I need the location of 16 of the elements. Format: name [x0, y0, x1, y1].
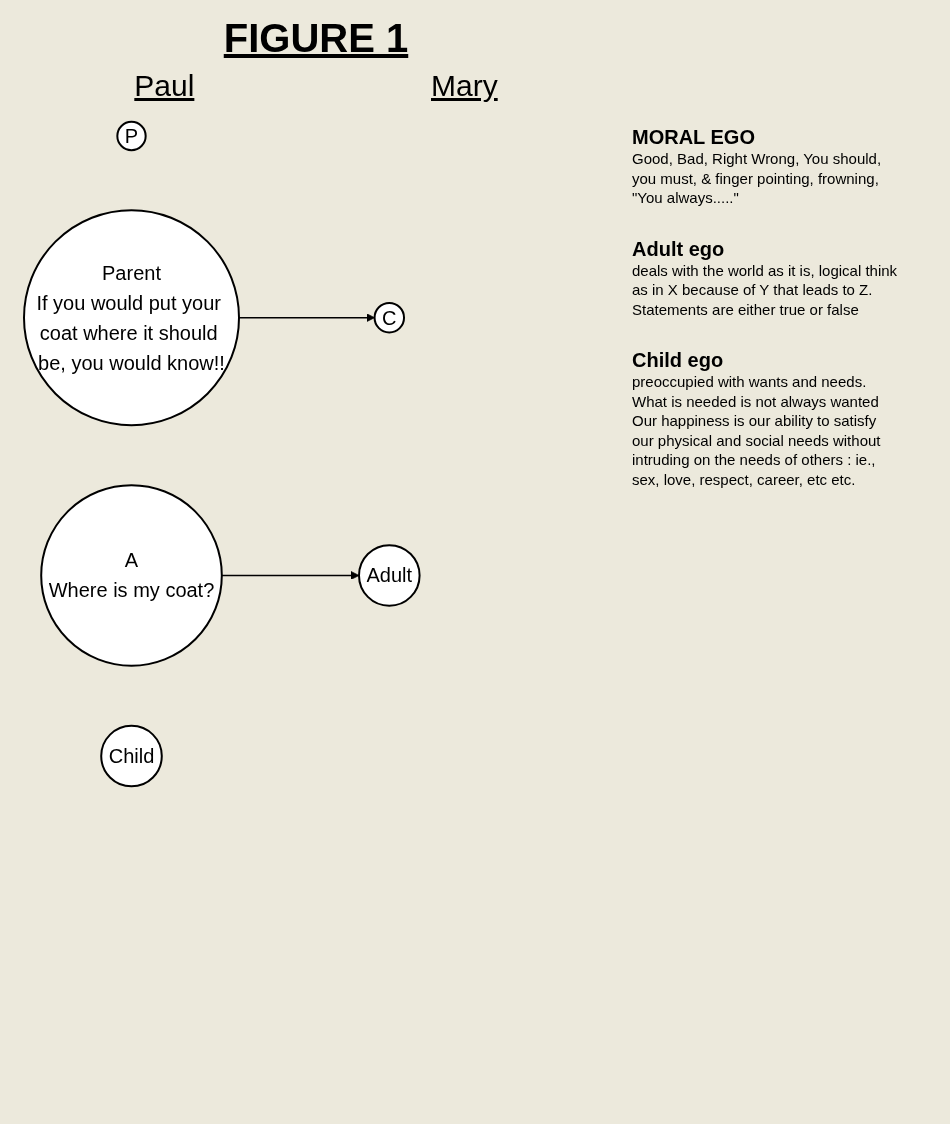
node-circle: A Where is my coat? — [40, 484, 223, 667]
ego-description: preoccupied with wants and needs. What is needed is not always wanted Our happiness is our ability to satisfy our physical and social needs without intruding on the needs of others : ie., sex, love, respect, career, etc etc. — [632, 372, 882, 489]
node-circle: Child — [100, 724, 163, 788]
column-heading: Paul — [134, 69, 195, 103]
figure-title: FIGURE 1 — [222, 16, 410, 61]
node-circle: Parent If you would put your coat where it should be, you would know!! — [23, 209, 240, 427]
node-circle: P — [116, 120, 147, 152]
node-circle: Adult — [358, 544, 421, 607]
arrow — [221, 571, 360, 580]
ego-heading: MORAL EGO — [632, 126, 756, 149]
ego-heading: Adult ego — [632, 237, 726, 261]
node-circle: C — [373, 301, 405, 334]
ego-description: deals with the world as it is, logical think as in X because of Y that leads to Z. Statements are either true or false — [632, 260, 899, 319]
ego-heading: Child ego — [632, 349, 725, 372]
ego-description: Good, Bad, Right Wrong, You should, you must, & finger pointing, frowning, "You always....." — [632, 149, 883, 208]
column-heading: Mary — [431, 69, 498, 103]
